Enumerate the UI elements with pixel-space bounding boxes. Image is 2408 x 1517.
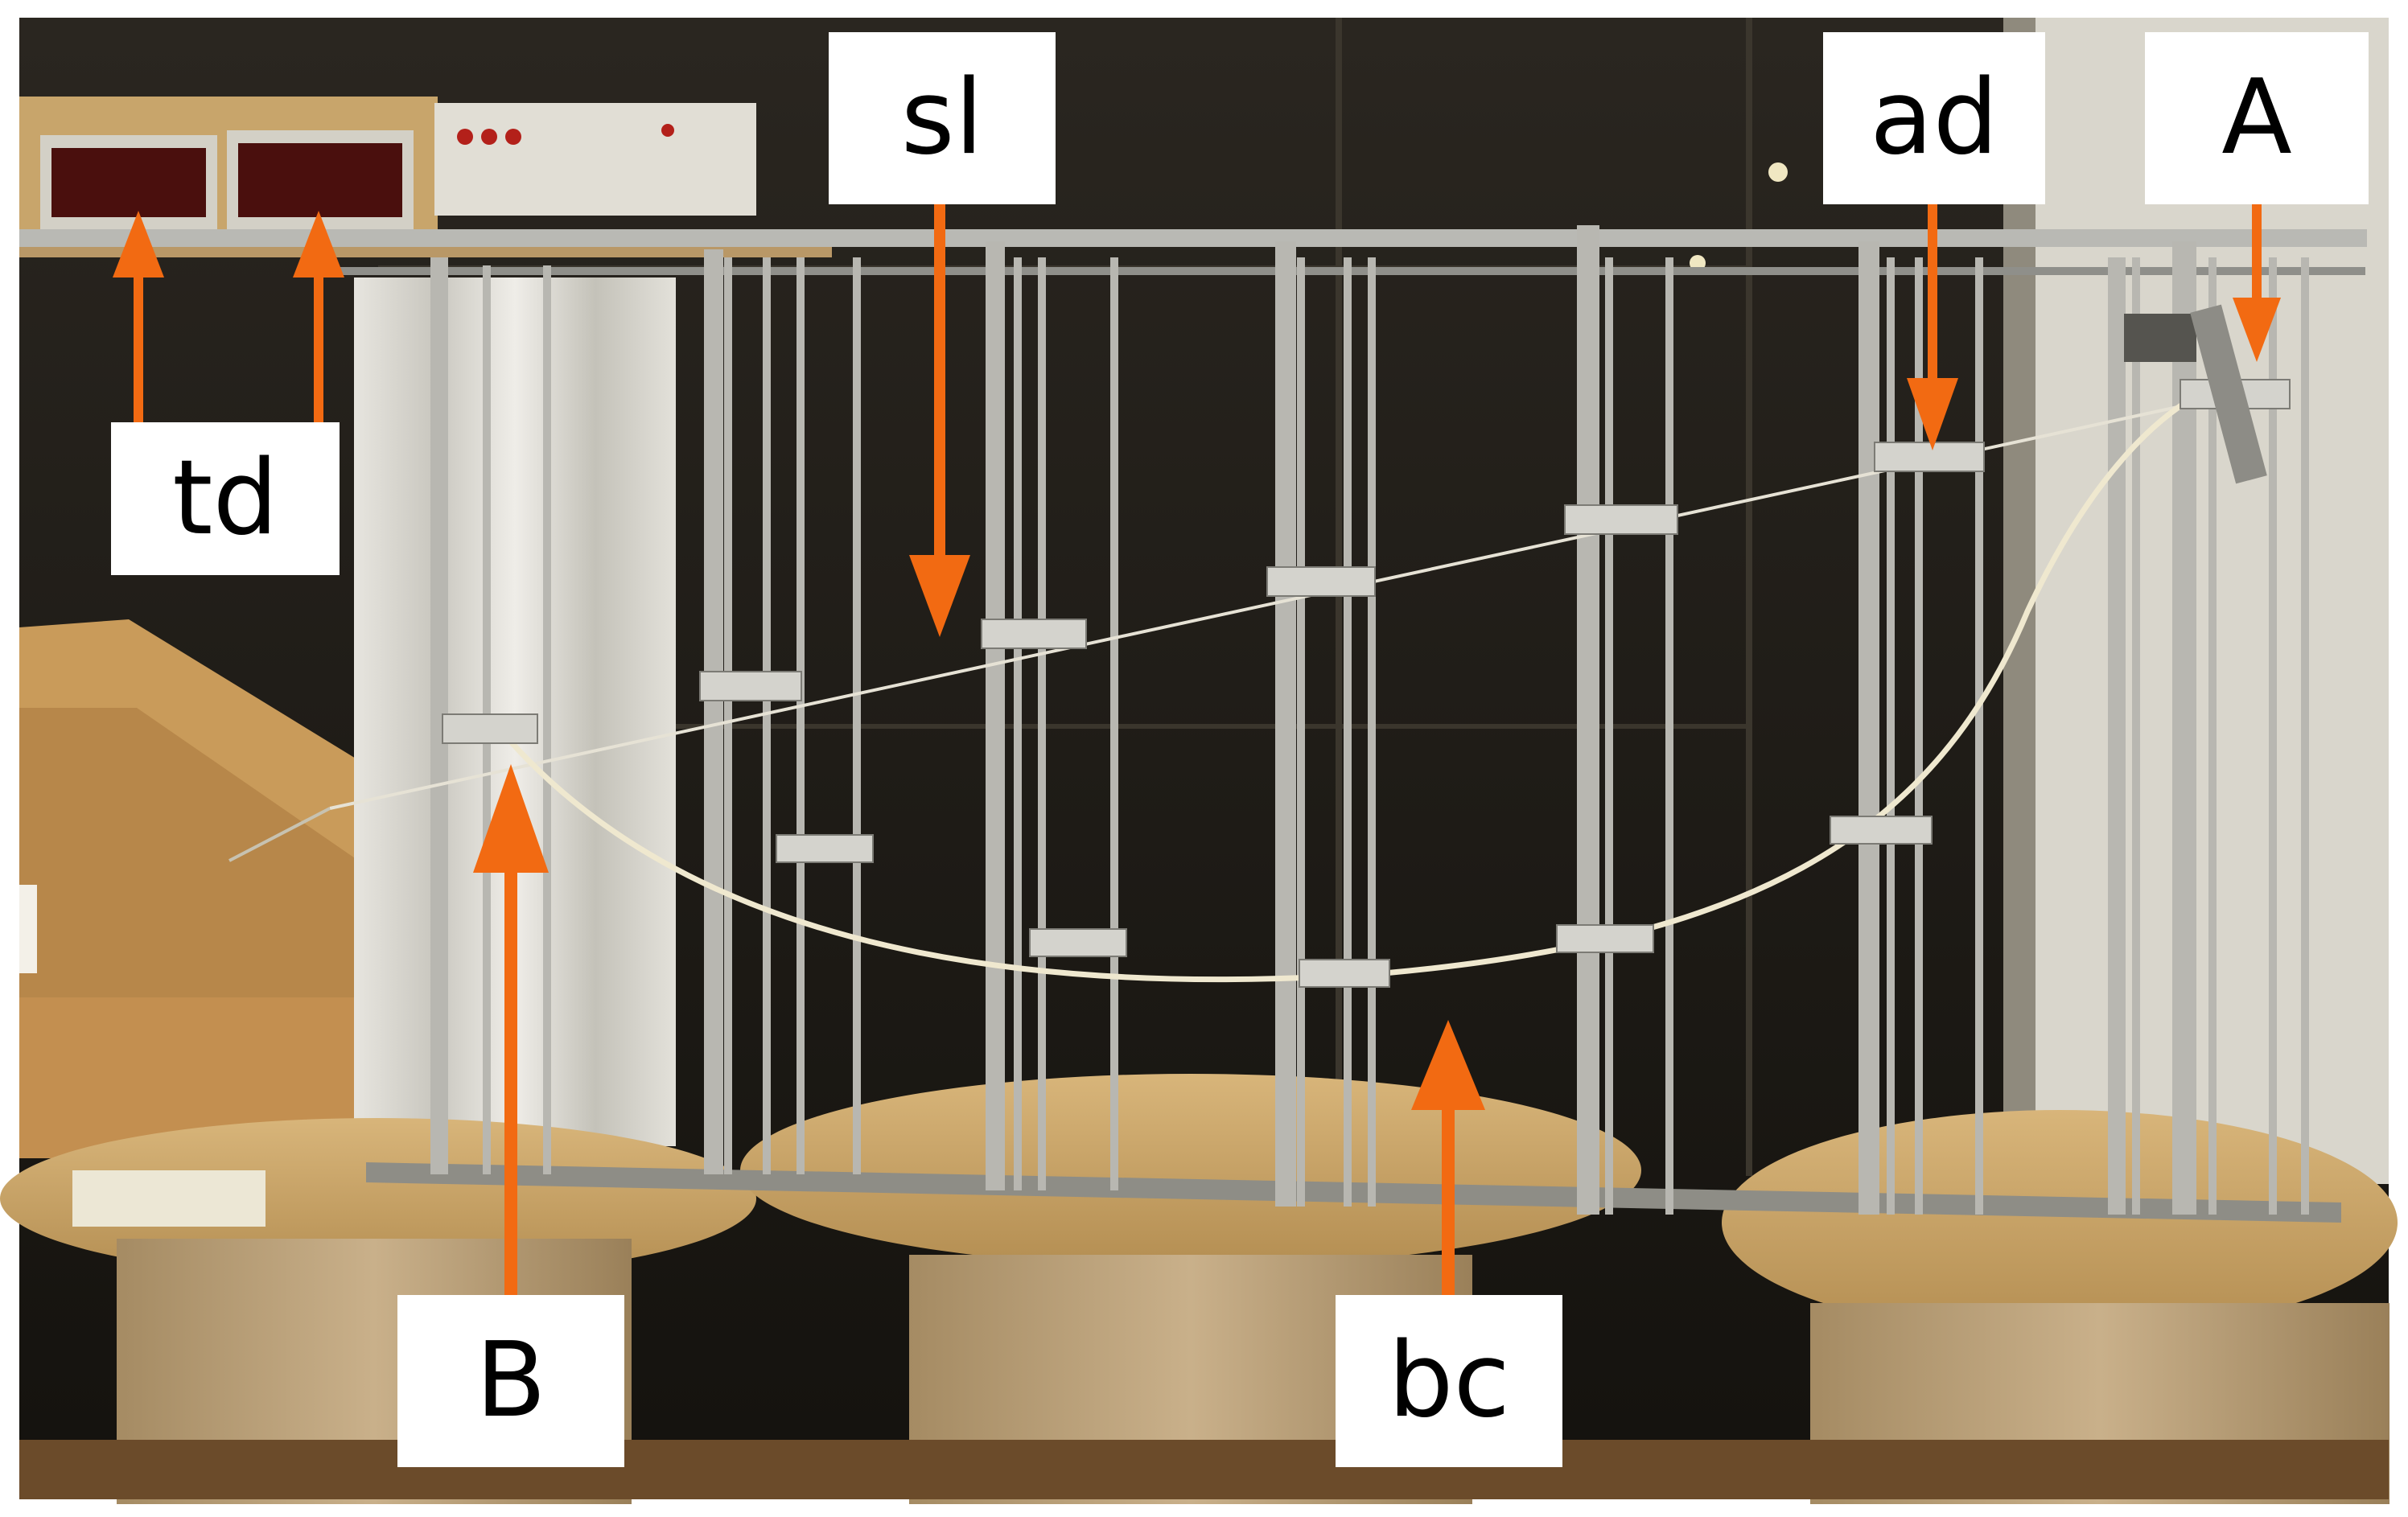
- right-wall: [2027, 18, 2389, 1184]
- frame-top-rail: [19, 229, 2367, 247]
- clamps-curve: [776, 816, 1933, 988]
- label-sl: sl: [829, 32, 1056, 204]
- frame-bottom-rail: [366, 1162, 2341, 1223]
- label-ad: ad: [1823, 32, 2045, 204]
- label-A: A: [2145, 32, 2369, 204]
- release-apparatus: [2124, 314, 2196, 362]
- timer-display-right: [238, 143, 402, 217]
- arrows: [113, 181, 2281, 1295]
- label-td: td: [111, 422, 340, 575]
- table-center: [740, 1074, 1641, 1267]
- label-bc: bc: [1336, 1295, 1562, 1467]
- table-right: [1722, 1110, 2398, 1335]
- label-B: B: [397, 1295, 624, 1467]
- timer-control-box: [434, 103, 756, 216]
